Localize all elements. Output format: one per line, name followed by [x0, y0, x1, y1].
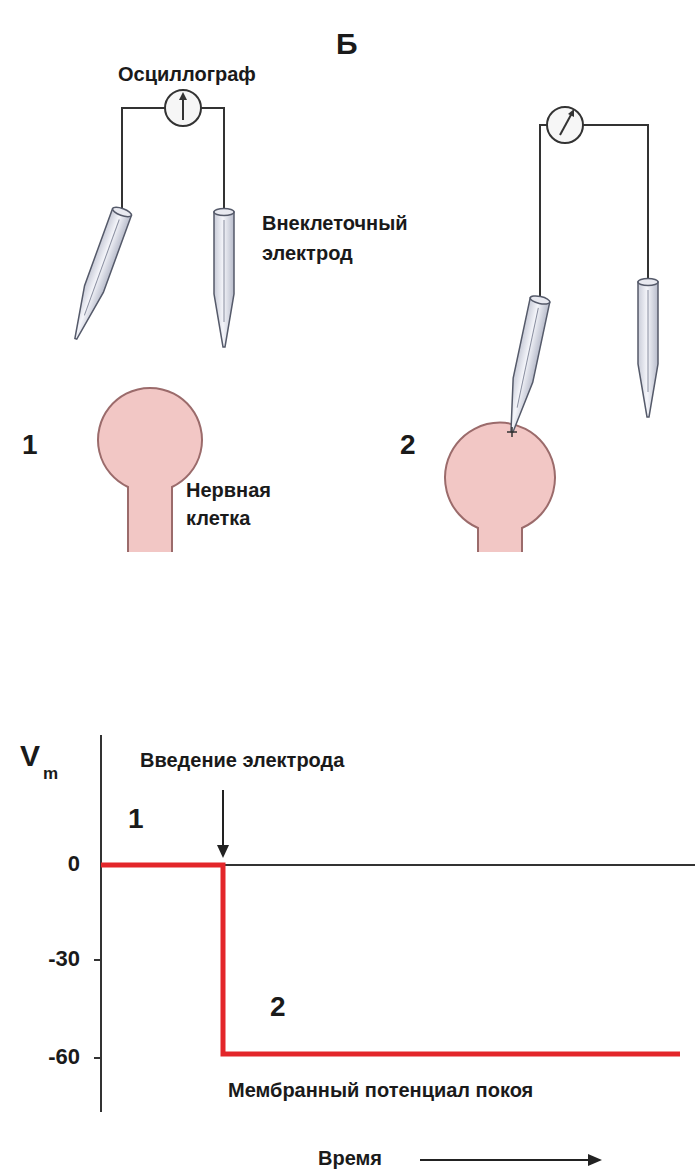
tip-mark [507, 427, 517, 437]
axis-symbol: V [20, 738, 40, 774]
callout-number: 2 [270, 990, 286, 1024]
electrode [214, 209, 234, 348]
cell-2 [445, 423, 555, 552]
axes [94, 735, 695, 1112]
tick-label: 0 [68, 851, 80, 877]
cell-label: Нервная клетка [186, 476, 306, 532]
callout-number: 2 [400, 428, 416, 462]
electrode [502, 294, 550, 434]
wires-2 [540, 125, 648, 300]
callout-number: 1 [22, 428, 38, 462]
electrode-label: Внеклеточный электрод [262, 208, 452, 268]
panel-letter: Б [336, 26, 358, 62]
oscilloscope-2 [547, 107, 583, 143]
axis-label: Время [318, 1146, 382, 1170]
time-arrow [420, 1154, 602, 1166]
tick-label: -30 [48, 946, 80, 972]
insertion-arrow [217, 790, 229, 858]
electrode [638, 279, 658, 418]
callout-number: 1 [128, 802, 144, 836]
trace-label: Мембранный потенциал покоя [228, 1078, 533, 1102]
axis-subscript: m [43, 764, 58, 784]
tick-label: -60 [48, 1044, 80, 1070]
event-label: Введение электрода [140, 748, 344, 772]
oscilloscope-1 [165, 90, 201, 126]
potential-trace [101, 865, 680, 1054]
device-label: Осциллограф [118, 62, 256, 86]
electrode [66, 205, 132, 342]
